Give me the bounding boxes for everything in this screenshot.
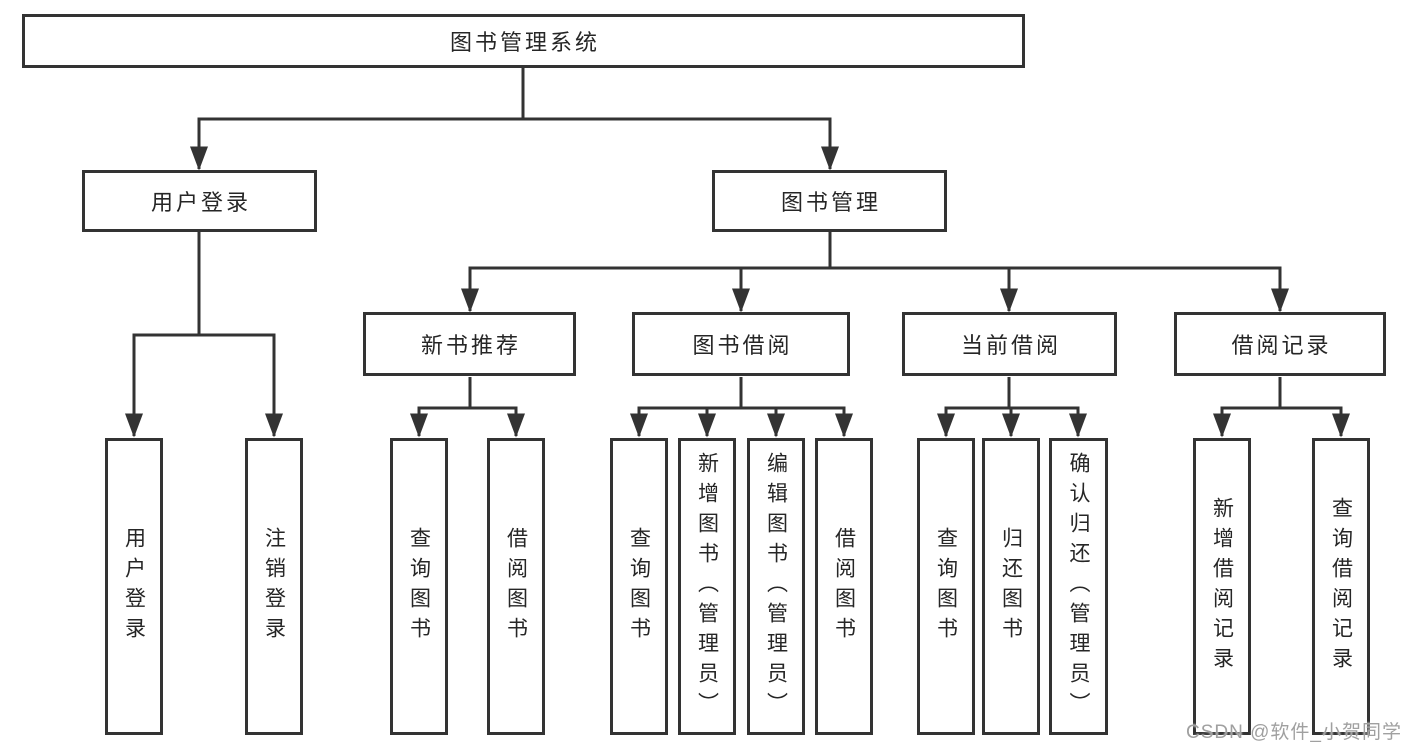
leaf-label: 查询图书 (934, 526, 958, 647)
leaf-query-book-3: 查询图书 (917, 438, 975, 735)
node-label: 借阅记录 (1231, 333, 1332, 358)
leaf-edit-book-admin: 编辑图书（管理员） (747, 438, 805, 735)
leaf-query-book-2: 查询图书 (610, 438, 668, 735)
leaf-query-borrow-record: 查询借阅记录 (1312, 438, 1370, 735)
leaf-add-book-admin: 新增图书（管理员） (678, 438, 736, 735)
node-book-management: 图书管理 (712, 170, 947, 232)
node-current-borrowing: 当前借阅 (902, 312, 1117, 376)
leaf-label: 查询借阅记录 (1329, 496, 1353, 677)
node-new-book-recommendation: 新书推荐 (363, 312, 576, 376)
leaf-label: 查询图书 (407, 526, 431, 647)
node-book-borrowing: 图书借阅 (632, 312, 850, 376)
node-user-login: 用户登录 (82, 170, 317, 232)
node-label: 用户登录 (150, 190, 251, 215)
leaf-label: 借阅图书 (504, 526, 528, 647)
leaf-label: 查询图书 (627, 526, 651, 647)
node-label: 图书借阅 (692, 333, 793, 358)
leaf-label: 新增借阅记录 (1210, 496, 1234, 677)
leaf-return-book: 归还图书 (982, 438, 1040, 735)
leaf-logout: 注销登录 (245, 438, 303, 735)
node-label: 图书管理 (780, 190, 881, 215)
node-label: 新书推荐 (420, 333, 521, 358)
csdn-watermark: CSDN @软件_小贺同学 (1186, 722, 1402, 743)
leaf-borrow-book-2: 借阅图书 (815, 438, 873, 735)
leaf-label: 注销登录 (262, 526, 286, 647)
node-label: 图书管理系统 (449, 30, 600, 55)
leaf-add-borrow-record: 新增借阅记录 (1193, 438, 1251, 735)
node-borrowing-records: 借阅记录 (1174, 312, 1386, 376)
leaf-borrow-book-1: 借阅图书 (487, 438, 545, 735)
leaf-label: 新增图书（管理员） (695, 451, 719, 722)
leaf-query-book-1: 查询图书 (390, 438, 448, 735)
leaf-label: 用户登录 (122, 526, 146, 647)
leaf-label: 归还图书 (999, 526, 1023, 647)
node-label: 当前借阅 (960, 333, 1061, 358)
leaf-label: 确认归还（管理员） (1067, 451, 1090, 722)
leaf-confirm-return-admin: 确认归还（管理员） (1049, 438, 1108, 735)
node-library-management-system: 图书管理系统 (22, 14, 1025, 68)
leaf-label: 编辑图书（管理员） (764, 451, 788, 722)
leaf-label: 借阅图书 (832, 526, 856, 647)
leaf-user-login: 用户登录 (105, 438, 163, 735)
